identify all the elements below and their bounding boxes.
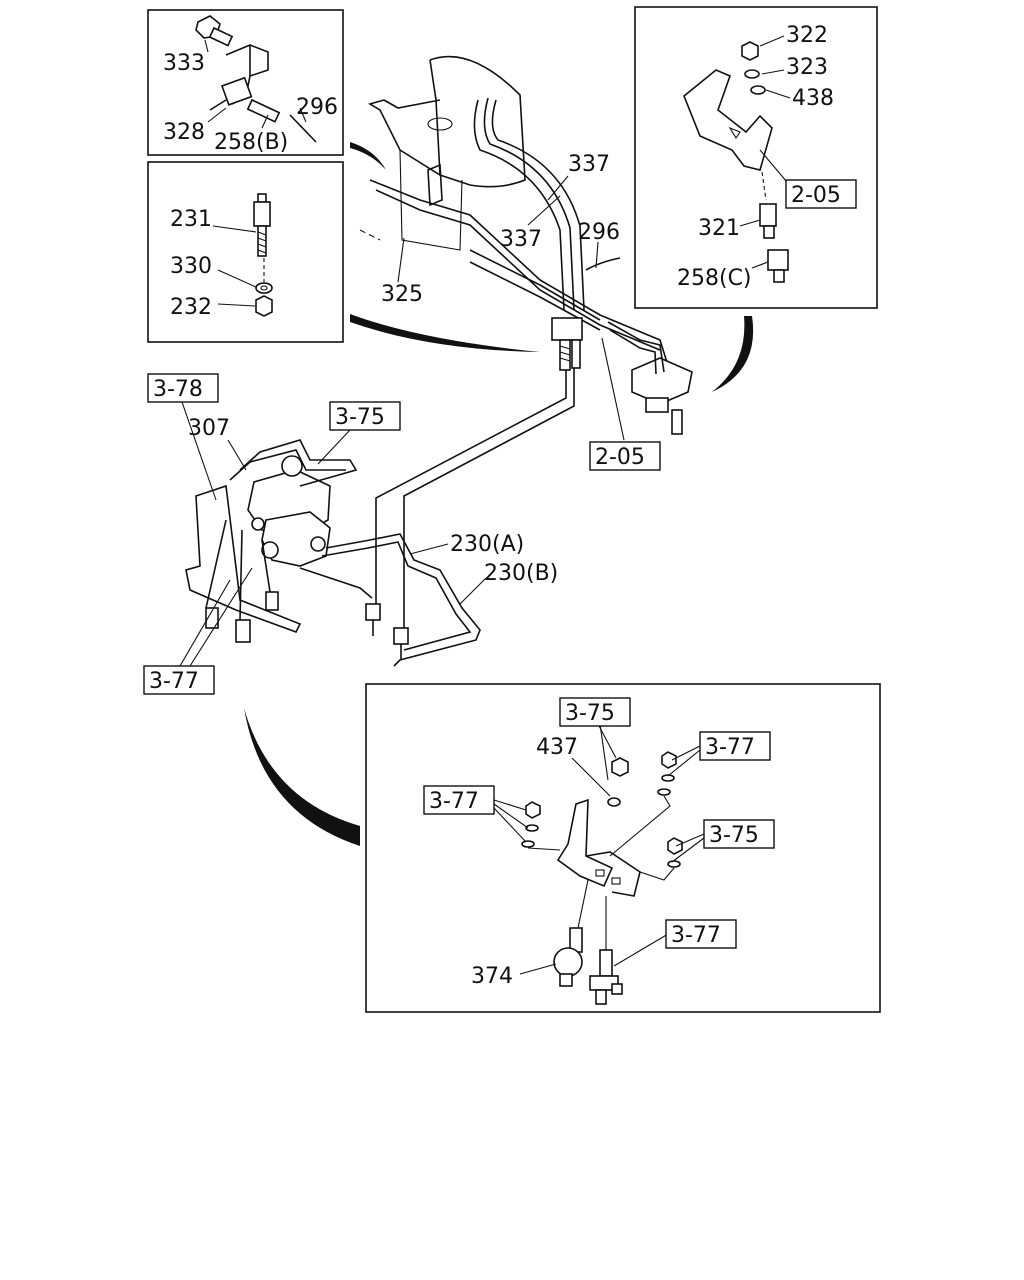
ref-3-77-inset-bottom[interactable]: 3-77: [671, 923, 721, 948]
label-258b: 258(B): [214, 130, 288, 155]
ref-box-3-77-left[interactable]: [143, 665, 215, 695]
ref-3-75-inset-right[interactable]: 3-75: [709, 823, 759, 848]
fitting-321-icon: [759, 203, 777, 239]
label-230b: 230(B): [484, 561, 558, 586]
label-333: 333: [163, 51, 205, 76]
washer-437-icon: [607, 797, 621, 807]
nut-322-icon: [741, 41, 759, 61]
fitting-374-icon: [553, 927, 583, 987]
ref-box-2-05-top[interactable]: [785, 179, 857, 209]
inset-top-right: 322 323 438 321 258(C) 2-05: [634, 6, 878, 309]
inset-top-left: 333 328 258(B) 296: [147, 9, 344, 156]
pin-296-icon: [289, 114, 317, 143]
label-307: 307: [188, 416, 230, 441]
callout-arc-top: [350, 142, 386, 170]
label-231: 231: [170, 207, 212, 232]
washer-323-icon: [744, 69, 760, 79]
label-322: 322: [786, 23, 828, 48]
ref-3-78[interactable]: 3-78: [153, 377, 203, 402]
inset-bottom: 437 374 3-75 3-77 3-77 3-75 3-77: [365, 683, 881, 1013]
label-325: 325: [381, 282, 423, 307]
label-232: 232: [170, 295, 212, 320]
label-230a: 230(A): [450, 532, 524, 557]
ref-box-3-75-inset-right[interactable]: [703, 819, 775, 849]
label-296-top: 296: [296, 95, 338, 120]
label-321: 321: [698, 216, 740, 241]
fitting-258b-icon: [246, 98, 281, 123]
chassis-assembly: 325 337 337 296: [359, 55, 693, 630]
label-437: 437: [536, 735, 578, 760]
label-438: 438: [792, 86, 834, 111]
ref-3-77-inset-left[interactable]: 3-77: [429, 789, 479, 814]
ref-3-75-inset-top[interactable]: 3-75: [565, 701, 615, 726]
label-374: 374: [471, 964, 513, 989]
stud-231-icon: [253, 193, 271, 257]
label-337-mid: 337: [500, 227, 542, 252]
tee-fitting-icon: [589, 949, 623, 1005]
nut-right-mid-icon: [667, 837, 683, 855]
ref-box-2-05-mid[interactable]: [589, 441, 661, 471]
label-337-top: 337: [568, 152, 610, 177]
bolt-333-icon: [195, 15, 234, 47]
ref-box-3-75-inset-top[interactable]: [559, 697, 631, 727]
washer-330-icon: [255, 282, 273, 294]
connector-328-icon: [209, 76, 253, 111]
callout-arc-right: [712, 316, 754, 392]
nut-232-icon: [255, 295, 273, 317]
callout-arc-bottom: [244, 708, 360, 846]
ref-box-3-77-inset-bottom[interactable]: [665, 919, 737, 949]
ref-3-77-left[interactable]: 3-77: [149, 669, 199, 694]
ref-box-3-77-inset-left[interactable]: [423, 785, 495, 815]
nut-right-top-icon: [661, 751, 677, 769]
nut-left-icon: [525, 801, 541, 819]
label-330: 330: [170, 254, 212, 279]
washer-438-icon: [750, 85, 766, 95]
fitting-258c-icon: [767, 249, 789, 283]
ref-3-77-inset-right[interactable]: 3-77: [705, 735, 755, 760]
ref-2-05-top[interactable]: 2-05: [791, 183, 841, 208]
inset-stud: 231 330 232: [147, 161, 344, 343]
label-258c: 258(C): [677, 266, 752, 291]
ref-box-3-75-top[interactable]: [329, 401, 401, 431]
brake-valve-assembly: 3-78 3-75 307: [143, 373, 558, 695]
callout-arc-mid: [350, 314, 540, 352]
nut-top-icon: [611, 757, 629, 777]
ref-box-3-78[interactable]: [147, 373, 219, 403]
ref-3-75-top[interactable]: 3-75: [335, 405, 385, 430]
label-328: 328: [163, 120, 205, 145]
label-296-mid: 296: [578, 220, 620, 245]
ref-box-3-77-inset-right[interactable]: [699, 731, 771, 761]
ref-2-05-mid[interactable]: 2-05: [595, 445, 645, 470]
valve-block-right-icon: [607, 321, 693, 435]
label-323: 323: [786, 55, 828, 80]
